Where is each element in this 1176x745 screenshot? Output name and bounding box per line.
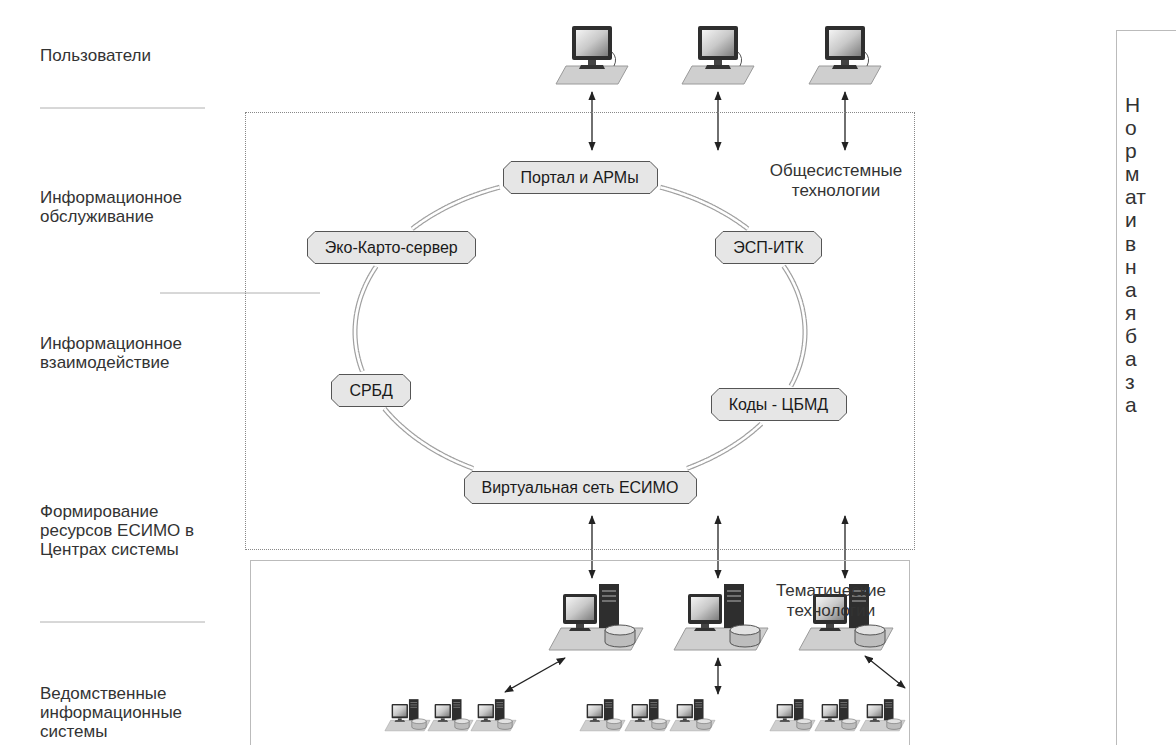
technology-node: СРБД (331, 374, 411, 407)
technology-node: Портал и АРМы (503, 161, 658, 194)
ring-line-inner (385, 409, 474, 469)
separator-line (40, 622, 205, 623)
departmental-systems (385, 699, 905, 731)
user-computers (556, 26, 881, 84)
ring-link (355, 267, 376, 372)
double-arrow (717, 658, 718, 694)
ring-line-outer (660, 187, 748, 229)
ring-line-outer (412, 187, 500, 229)
small-computer-icon (815, 699, 860, 731)
group-caption: Тематические технологии (761, 581, 901, 621)
node-text: Коды - ЦБМД (729, 395, 829, 414)
separator-line (160, 293, 320, 294)
ring-line-outer (385, 409, 474, 469)
double-arrow (505, 658, 565, 692)
ring-link (412, 187, 500, 229)
level-label: Пользователи (40, 46, 240, 65)
server-icon (674, 584, 768, 650)
level-label: Ведомственные информационные системы (40, 684, 190, 741)
technology-node: Коды - ЦБМД (711, 388, 847, 421)
small-computer-icon (580, 699, 625, 731)
octagon-outline (332, 374, 411, 406)
separator-lines (40, 108, 320, 622)
vertical-title: Нормативная база (1125, 93, 1146, 416)
octagon-outline (503, 161, 657, 193)
node-text: ЭСП-ИТК (733, 238, 804, 257)
small-computer-icon (471, 699, 516, 731)
double-arrow (865, 656, 905, 688)
group-caption: Общесистемные технологии (766, 161, 906, 201)
small-computer-icon (625, 699, 670, 731)
technology-node: ЭСП-ИТК (715, 231, 822, 264)
small-computer-icon (428, 699, 473, 731)
double-arrow (591, 92, 592, 150)
user-computer-icon (809, 26, 881, 84)
ring-line-outer (784, 266, 805, 386)
node-text: Эко-Карто-сервер (325, 238, 458, 257)
double-arrow (717, 92, 718, 150)
level-label: Информационное взаимодействие (40, 334, 215, 372)
small-computer-icon (670, 699, 715, 731)
double-arrow (717, 516, 718, 578)
double-arrow (844, 516, 845, 578)
octagon-outline (716, 232, 822, 264)
small-computer-icon (770, 699, 815, 731)
layer-box: Тематические технологии (250, 560, 910, 745)
node-text: СРБД (349, 381, 393, 400)
octagon-outline (307, 232, 475, 264)
node-text: Портал и АРМы (521, 168, 640, 187)
ring-line-outer (687, 424, 761, 469)
technology-node: Виртуальная сеть ЕСИМО (464, 471, 697, 504)
ring-link (385, 409, 474, 469)
server-icon (549, 584, 643, 650)
double-arrow (844, 92, 845, 150)
octagon-outline (711, 389, 846, 421)
small-computer-icon (860, 699, 905, 731)
lower-arrows (505, 656, 905, 694)
level-label: Формирование ресурсов ЕСИМО в Центрах си… (40, 502, 225, 559)
separator-line (40, 108, 205, 109)
ring-link (660, 187, 748, 229)
layer-box: Общесистемные технологии Портал и АРМыЭко… (245, 112, 915, 550)
level-label: Информационное обслуживание (40, 188, 210, 226)
ring-line-inner (355, 267, 376, 372)
double-arrow (591, 516, 592, 578)
user-arrows (592, 92, 845, 150)
ring-line-inner (687, 424, 761, 469)
ring-link (784, 266, 805, 386)
user-computer-icon (682, 26, 754, 84)
ring-link (687, 424, 761, 469)
small-computer-icon (385, 699, 430, 731)
side-panel: Нормативная база (1116, 30, 1176, 745)
ring-line-outer (355, 267, 376, 372)
ring-line-inner (412, 187, 500, 229)
technology-node: Эко-Карто-сервер (307, 231, 476, 264)
ring-line-inner (784, 266, 805, 386)
octagon-outline (464, 471, 696, 503)
user-computer-icon (556, 26, 628, 84)
center-arrows (592, 516, 845, 578)
node-text: Виртуальная сеть ЕСИМО (482, 478, 679, 497)
ring-line-inner (660, 187, 748, 229)
